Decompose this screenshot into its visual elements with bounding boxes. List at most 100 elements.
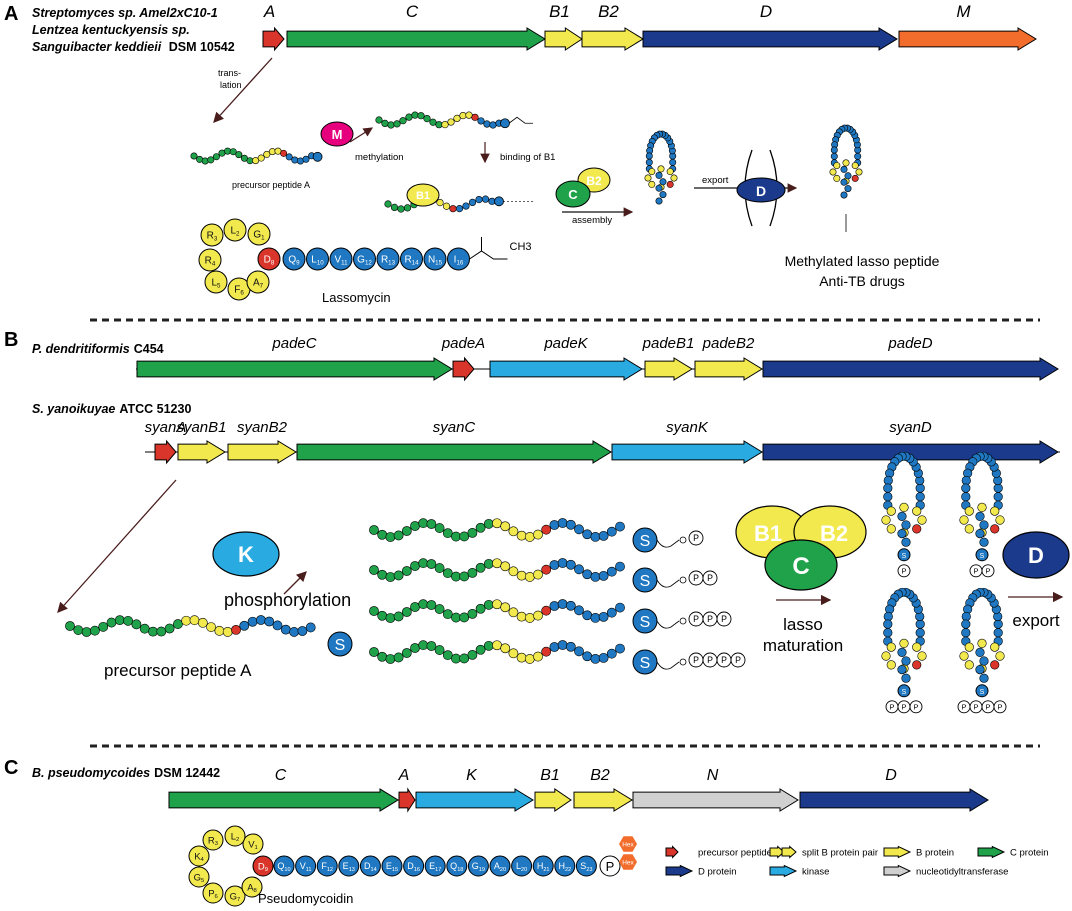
precursor-b-bead <box>247 616 258 627</box>
phospho-chain-1-bead <box>590 531 601 542</box>
phospho-chain-1-bead <box>410 521 420 531</box>
phosphate-chain-4-label: P <box>693 655 699 665</box>
mature-lasso-3-tail <box>897 647 907 658</box>
lassomycin-ring-l2 <box>223 218 247 242</box>
mature-lasso-1-ring <box>886 506 896 516</box>
phospho-chain-4-bead <box>483 640 494 651</box>
mature-lasso-2-tail <box>979 537 989 547</box>
phospho-chain-2-bead <box>475 562 486 573</box>
methylated-chain-bead <box>375 116 383 124</box>
phospho-chain-2-bead <box>451 571 461 582</box>
phospho-chain-1-bead <box>500 521 511 532</box>
mature-lasso-2-loop <box>961 475 971 486</box>
mature-lasso-4-phosphate-label: P <box>973 703 978 712</box>
phospho-chain-1-bead <box>582 529 593 540</box>
legend-split-b-protein-pair-swatch-1 <box>769 845 785 859</box>
methylated-chain-bead <box>459 112 467 120</box>
phospho-chain-1-bead <box>451 531 461 542</box>
pseudomycoidin-tail-l20 <box>511 855 533 877</box>
pseudomycoidin-tail-q10 <box>273 855 295 877</box>
gene-syanb1-arrow <box>177 440 226 464</box>
mature-lasso-3-loop <box>915 619 925 629</box>
precursor-b-bead <box>297 626 308 636</box>
lasso-intermediate-ring <box>657 165 665 173</box>
phospho-chain-1-bead <box>516 530 527 541</box>
mature-lasso-4-tail <box>975 664 985 675</box>
lasso-intermediate-tail <box>659 191 667 199</box>
methylated-chain-bead <box>423 115 431 123</box>
methylated-chain-bead <box>453 114 461 123</box>
phosphorylation-label: phosphorylation <box>224 590 351 610</box>
lassomycin-tail-g12 <box>353 247 376 271</box>
precursor-b-bead <box>255 615 266 625</box>
lasso-intermediate-tail <box>659 178 667 186</box>
gene-padea-label: padeA <box>441 335 485 352</box>
phospho-chain-4-bead <box>615 643 625 654</box>
legend-d-protein-swatch <box>665 864 694 878</box>
pseudomycoidin-ring-l2-label: L2 <box>231 831 240 843</box>
hexose-2 <box>619 854 637 870</box>
pseudomycoidin-tail-e15 <box>381 855 403 877</box>
phospho-chain-4-bead <box>549 642 560 652</box>
enzyme-c-a <box>555 180 591 208</box>
mature-lasso-4-loop <box>993 619 1003 629</box>
gene-a-c-arrow <box>286 27 546 51</box>
phospho-chain-1-bead <box>393 530 404 541</box>
precursor-b-bead <box>197 617 208 628</box>
b1-bound-chain-bead <box>475 196 483 204</box>
precursor-b-bead <box>98 621 109 632</box>
precursor-b-bead <box>106 617 117 628</box>
precursor-b-bead <box>272 620 283 631</box>
panel-a: A Streptomyces sp. Amel2xC10-1 Lentzea k… <box>4 2 1037 305</box>
phospho-chain-4-bead <box>426 641 437 651</box>
mature-lasso-1-tail <box>901 520 911 530</box>
pseudomycoidin-tail-s23 <box>575 855 597 877</box>
phospho-chain-1-bead <box>541 524 552 535</box>
b1-bound-chain-bead <box>455 205 464 213</box>
gene-syanc-arrow <box>296 440 612 464</box>
panel-a-organism-1: Streptomyces sp. Amel2xC10-1 <box>32 6 218 20</box>
lassomycin-ring-a7 <box>246 270 270 294</box>
lassomycin-tail-q9 <box>282 247 306 271</box>
mature-lasso-3-tail <box>901 673 911 683</box>
phospho-chain-3-bead <box>393 611 404 622</box>
lasso-exported-tail <box>844 172 852 180</box>
enzyme-b2-a-label: B2 <box>586 174 602 188</box>
gene-syank-arrow <box>611 440 763 464</box>
lasso-exported-ring <box>851 174 859 182</box>
mature-lasso-4-serine-label: S <box>980 689 985 696</box>
phospho-chain-4-bead <box>451 653 461 664</box>
precursor-b-bead <box>148 626 158 637</box>
mature-lasso-1-tail <box>897 528 907 539</box>
export-label-b: export <box>1012 611 1060 630</box>
phospho-chain-4-bead <box>434 645 445 655</box>
gene-a-a-arrow <box>262 26 285 52</box>
precursor-label-b: precursor peptide A <box>104 661 252 680</box>
pseudomycoidin-ring-g7 <box>224 885 246 907</box>
phospho-chain-3-bead <box>385 613 396 623</box>
mature-lasso-2-loop <box>993 483 1003 493</box>
enzyme-m <box>320 121 354 147</box>
legend-kinase-swatch <box>769 864 798 878</box>
mature-lasso-4-ring <box>959 651 969 661</box>
b1-bound-chain-bead <box>436 199 444 207</box>
mature-lasso-1-tail <box>901 537 911 547</box>
phosphate-chain-3-label: P <box>721 614 727 624</box>
precursor-b-bead <box>172 619 183 629</box>
b1-bound-chain-bead <box>390 203 399 212</box>
oxygen-4 <box>679 658 687 666</box>
phospho-chain-3-bead <box>467 608 478 619</box>
phosphate-chain-4-label: P <box>721 655 727 665</box>
phospho-chain-2-bead <box>434 563 445 573</box>
pseudomycoidin-tail-e13-label: E13 <box>343 861 355 873</box>
gene-padek-arrow <box>489 357 643 381</box>
lasso-exported-tail <box>840 165 848 173</box>
gene-c-k-label: K <box>466 767 478 784</box>
mature-lasso-2-side <box>961 492 971 502</box>
